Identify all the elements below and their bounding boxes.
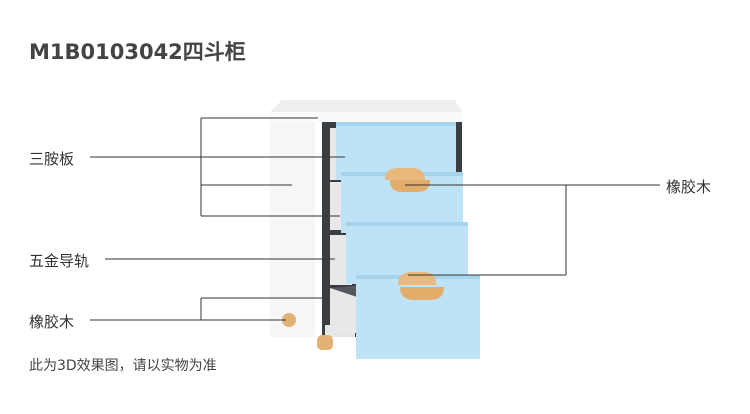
label-rubberwood-left: 橡胶木	[29, 313, 75, 331]
handle-4	[400, 287, 444, 300]
product-title: M1B0103042四斗柜	[29, 40, 246, 64]
label-hardware-rail: 五金导轨	[29, 252, 90, 270]
label-rubberwood-right: 橡胶木	[666, 178, 712, 196]
label-melamine-board: 三胺板	[29, 150, 75, 168]
callout-lines	[90, 117, 660, 321]
disclaimer-note: 此为3D效果图，请以实物为准	[29, 358, 217, 374]
handle-1	[385, 168, 425, 180]
leg-left	[282, 313, 296, 327]
handle-3	[398, 272, 436, 285]
handle-2	[390, 180, 430, 192]
leg-front	[317, 335, 333, 350]
